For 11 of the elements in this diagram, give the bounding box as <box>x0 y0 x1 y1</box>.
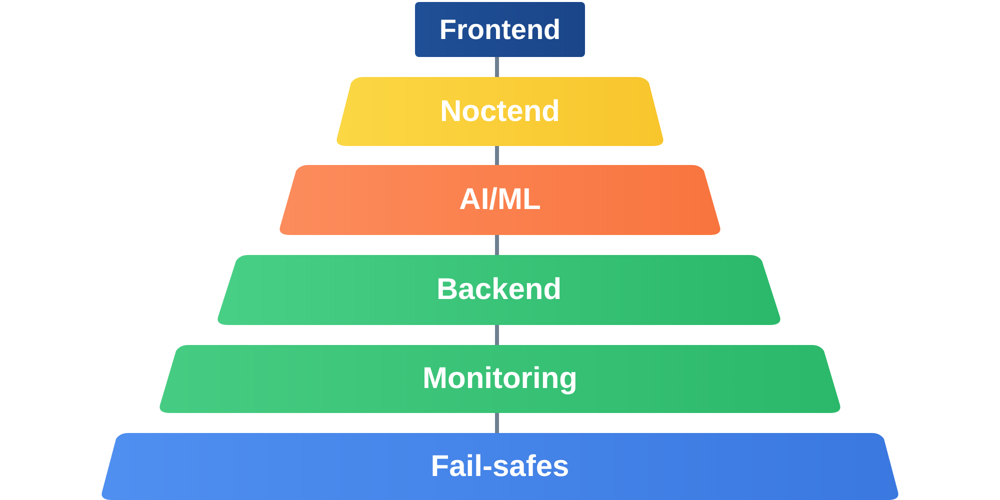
layer-label: Backend <box>436 273 562 307</box>
connector-line <box>495 146 499 165</box>
layer-label: AI/ML <box>459 183 541 217</box>
layer-label: Frontend <box>439 14 561 46</box>
connector-line <box>495 235 499 255</box>
layer-label: Noctend <box>440 94 560 128</box>
layer-label: Monitoring <box>422 362 578 396</box>
layer-label: Fail-safes <box>430 450 570 484</box>
connector-line <box>495 57 499 77</box>
connector-line <box>495 413 499 433</box>
connector-line <box>495 325 499 345</box>
